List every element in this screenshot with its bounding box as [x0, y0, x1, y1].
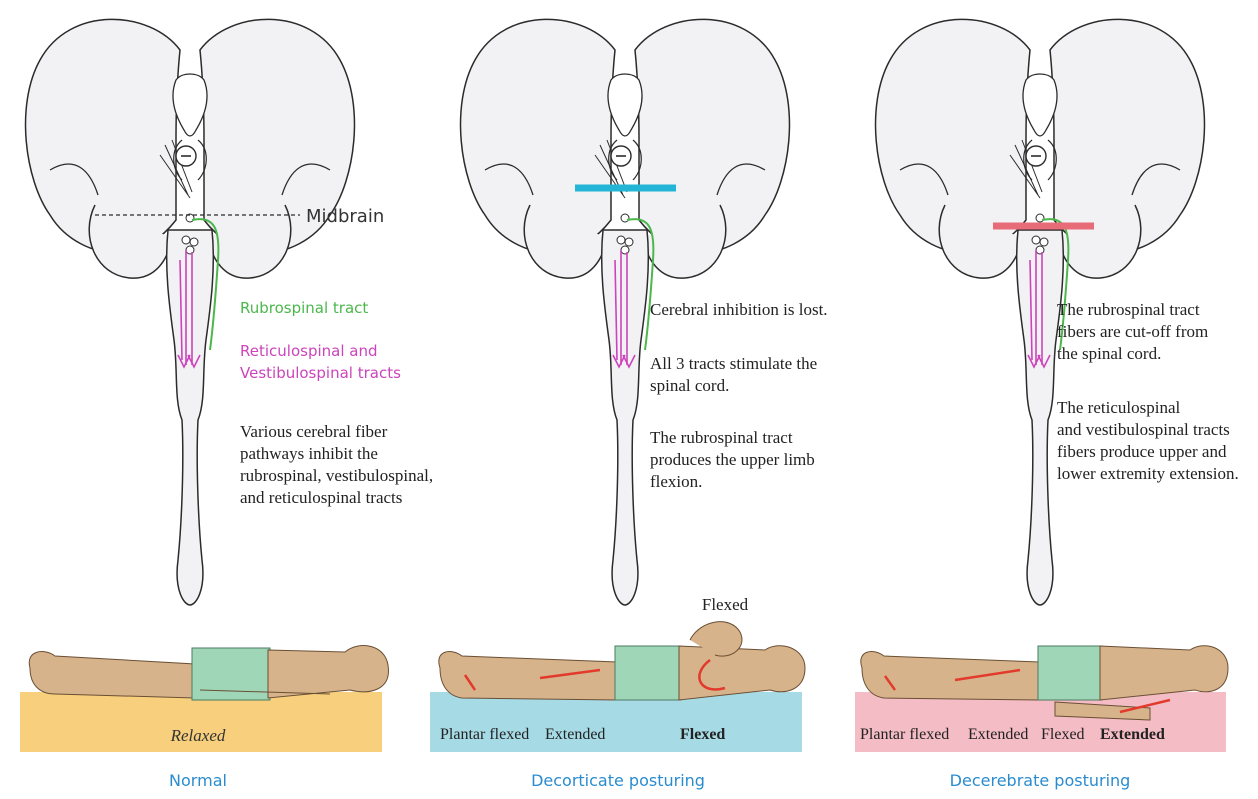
bed-label: Extended: [968, 726, 1028, 743]
normal-text-line: rubrospinal, vestibulospinal,: [240, 466, 433, 485]
body-relaxed: [29, 646, 388, 700]
normal-text-line: Various cerebral fiber: [240, 422, 388, 441]
bed-decerebrate: [855, 692, 1226, 752]
normal-text-line: and reticulospinal tracts: [240, 488, 402, 507]
decerebrate-text-2: The reticulospinal: [1057, 398, 1180, 417]
bed-decorticate: [430, 692, 802, 752]
caption-decorticate: Decorticate posturing: [531, 771, 705, 790]
bed-label-relaxed: Relaxed: [170, 726, 226, 745]
vestibulospinal-label-line2: Vestibulospinal tracts: [240, 364, 401, 382]
bed-label: Plantar flexed: [440, 726, 529, 743]
normal-text-line: pathways inhibit the: [240, 444, 378, 463]
decorticate-text-1: Cerebral inhibition is lost.: [650, 300, 828, 319]
panel-normal: Midbrain Rubrospinal tract Reticulospina…: [20, 19, 433, 790]
decorticate-text-3: The rubrospinal tract: [650, 428, 793, 447]
decorticate-text-3: produces the upper limb: [650, 450, 815, 469]
reticulospinal-label-line1: Reticulospinal and: [240, 342, 377, 360]
body-decorticate: [439, 622, 805, 700]
decorticate-text-2: All 3 tracts stimulate the: [650, 354, 817, 373]
decerebrate-text-1: the spinal cord.: [1057, 344, 1161, 363]
rubrospinal-label: Rubrospinal tract: [240, 299, 368, 317]
bed-label: Extended: [1100, 726, 1165, 743]
decerebrate-text-1: The rubrospinal tract: [1057, 300, 1200, 319]
caption-normal: Normal: [169, 771, 227, 790]
caption-decerebrate: Decerebrate posturing: [950, 771, 1131, 790]
flexed-top-label: Flexed: [702, 595, 749, 614]
bed-label: Flexed: [680, 726, 725, 743]
normal-description: Various cerebral fiber pathways inhibit …: [240, 422, 433, 507]
panel-decorticate: Cerebral inhibition is lost. All 3 tract…: [430, 19, 828, 790]
bed-label: Extended: [545, 726, 605, 743]
bed-label: Plantar flexed: [860, 726, 949, 743]
decerebrate-text-2: and vestibulospinal tracts: [1057, 420, 1230, 439]
bed-label: Flexed: [1041, 726, 1085, 743]
panel-decerebrate: The rubrospinal tract fibers are cut-off…: [855, 19, 1239, 790]
decerebrate-text-2: lower extremity extension.: [1057, 464, 1239, 483]
decerebrate-text-1: fibers are cut-off from: [1057, 322, 1208, 341]
decerebrate-text-2: fibers produce upper and: [1057, 442, 1227, 461]
decorticate-text-2: spinal cord.: [650, 376, 729, 395]
midbrain-label: Midbrain: [306, 206, 384, 227]
decorticate-text-3: flexion.: [650, 472, 702, 491]
